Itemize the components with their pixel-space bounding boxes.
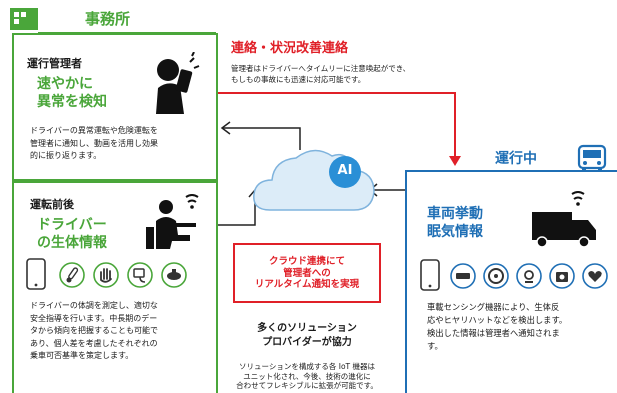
driver-body-line: 乗車可否基準を策定します。 — [30, 351, 134, 360]
cloud-box-line: 管理者への — [283, 267, 331, 279]
manager-body-line: 的に振り返ります。 — [30, 151, 102, 160]
vehicle-headline-line2: 眠気情報 — [427, 224, 483, 240]
cloud-box-line: リアルタイム通知を実現 — [254, 279, 360, 290]
provider-title: 多くのソリューション プロバイダーが協力 — [233, 322, 381, 350]
tablet-icon — [420, 259, 440, 291]
provider-body-line: ユニット化され、今後、技術の進化に — [243, 371, 371, 381]
hand-icon — [93, 262, 119, 288]
driver-body-line: あり、個人差を考慮したそれぞれの — [30, 338, 158, 348]
breathalyzer-icon — [161, 262, 187, 288]
alert-body: 管理者はドライバーへタイムリーに注意喚起ができ、 もしもの事故にも迅速に対応可能… — [231, 64, 410, 85]
manager-role: 運行管理者 — [27, 57, 82, 70]
manager-body-line: ドライバーの異常運転や危険運転を — [30, 126, 158, 135]
cloud-integration-text: クラウド連携にて 管理者への リアルタイム通知を実現 — [233, 256, 381, 291]
driver-body-line: ドライバーの体調を測定し、適切な — [30, 301, 158, 310]
driver-headline-line2: の生体情報 — [37, 235, 107, 251]
driver-body-line: 安全指導を行います。中長期のデー — [30, 313, 158, 323]
cloud-box-line: クラウド連携にて — [268, 256, 345, 267]
vehicle-body-line: 車載センシング機器により、生体反 — [427, 302, 560, 312]
heart-sensor-icon — [582, 263, 608, 289]
phone-alert-icon — [156, 52, 200, 114]
vehicle-body-line: 応やヒヤリハットなどを検出します。 — [427, 315, 568, 325]
operator-desk-icon — [146, 194, 199, 249]
camera-icon — [549, 263, 575, 289]
driver-body-line: タから傾向を把握することも可能で — [30, 326, 158, 335]
manager-body: ドライバーの異常運転や危険運転を 管理者に通知し、動画を活用し効果 的に振り返り… — [30, 125, 158, 163]
vehicle-body: 車載センシング機器により、生体反 応やヒヤリハットなどを検出します。 検出した情… — [427, 301, 567, 353]
provider-body: ソリューションを構成する各 IoT 機器は ユニット化され、今後、技術の進化に … — [226, 362, 388, 391]
vehicle-body-line: 検出した情報は管理者へ通知されま — [427, 328, 560, 338]
dashcam-icon — [450, 263, 476, 289]
blood-pressure-icon — [127, 262, 153, 288]
ai-label: AI — [337, 163, 353, 178]
manager-headline-line2: 異常を検知 — [37, 94, 107, 110]
office-title: 事務所 — [85, 10, 131, 28]
tablet-icon — [26, 258, 46, 290]
alert-body-line: もしもの事故にも迅速に対応可能です。 — [231, 74, 366, 84]
manager-headline-line1: 速やかに — [37, 76, 93, 92]
vehicle-headline: 車両挙動 眠気情報 — [427, 205, 483, 241]
driver-panel — [12, 181, 218, 393]
driver-monitor-icon — [516, 263, 542, 289]
driver-headline: ドライバー の生体情報 — [37, 216, 107, 252]
driver-body: ドライバーの体調を測定し、適切な 安全指導を行います。中長期のデー タから傾向を… — [30, 300, 158, 363]
provider-body-line: ソリューションを構成する各 IoT 機器は — [239, 362, 375, 371]
provider-body-line: 合わせてフレキシブルに拡張が可能です。 — [236, 381, 378, 390]
driver-headline-line1: ドライバー — [37, 217, 107, 233]
provider-title-line: プロバイダーが協力 — [262, 337, 352, 348]
cloud-integration-box — [233, 243, 381, 303]
thermometer-icon — [59, 262, 85, 288]
manager-headline: 速やかに 異常を検知 — [37, 75, 107, 111]
running-title: 運行中 — [495, 151, 537, 167]
truck-icon — [532, 191, 596, 248]
manager-body-line: 管理者に通知し、動画を活用し効果 — [30, 138, 158, 148]
driver-role: 運転前後 — [30, 198, 74, 211]
manager-panel — [12, 33, 218, 181]
alert-body-line: 管理者はドライバーへタイムリーに注意喚起ができ、 — [231, 64, 411, 73]
provider-title-line: 多くのソリューション — [257, 323, 357, 334]
vehicle-body-line: す。 — [427, 341, 443, 351]
office-building-icon — [10, 8, 38, 30]
alert-heading: 連絡・状況改善連絡 — [231, 41, 349, 56]
ai-badge-icon — [329, 156, 361, 188]
steering-wheel-icon — [483, 263, 509, 289]
vehicle-panel — [405, 170, 617, 393]
vehicle-headline-line1: 車両挙動 — [427, 206, 483, 222]
